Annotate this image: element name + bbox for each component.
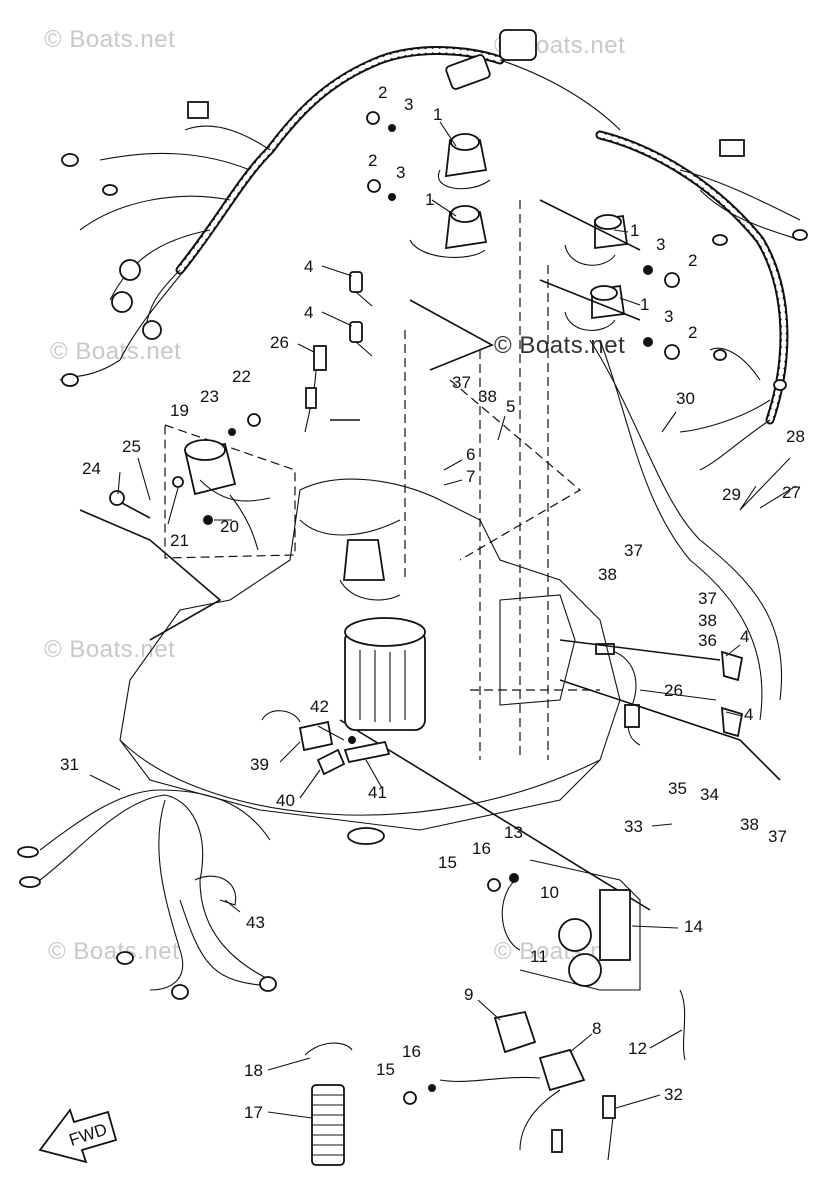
callout-24: 24 (82, 459, 101, 478)
callout-2: 2 (368, 151, 377, 170)
callout-23: 23 (200, 387, 219, 406)
callout-12: 12 (628, 1039, 647, 1058)
forward-arrow: FWD (38, 1108, 118, 1164)
watermark: © Boats.net (44, 636, 176, 663)
callout-2: 2 (688, 251, 697, 270)
callout-3: 3 (404, 95, 413, 114)
callout-1: 1 (640, 295, 649, 314)
spark-plug-cap (349, 271, 744, 738)
main-wire-harness (59, 29, 808, 471)
callout-10: 10 (540, 883, 559, 902)
callout-5: 5 (506, 397, 515, 416)
callout-41: 41 (368, 783, 387, 802)
callout-42: 42 (310, 697, 329, 716)
callout-20: 20 (220, 517, 239, 536)
callout-39: 39 (250, 755, 269, 774)
callout-22: 22 (232, 367, 251, 386)
callout-16: 16 (472, 839, 491, 858)
callout-27: 27 (782, 483, 801, 502)
watermark: © Boats.net (50, 338, 182, 365)
callout-13: 13 (504, 823, 523, 842)
callout-38: 38 (478, 387, 497, 406)
callout-21: 21 (170, 531, 189, 550)
callout-37: 37 (624, 541, 643, 560)
callout-1: 1 (425, 190, 434, 209)
engine-block (119, 478, 621, 845)
callout-6: 6 (466, 445, 475, 464)
callout-1: 1 (433, 105, 442, 124)
callout-25: 25 (122, 437, 141, 456)
callout-15: 15 (438, 853, 457, 872)
callout-43: 43 (246, 913, 265, 932)
watermark: © Boats.net (494, 332, 626, 359)
lead-wire (304, 345, 641, 746)
fuse-holder (304, 1042, 353, 1166)
callout-labels: 1 1 1 1 2 2 2 2 3 3 3 3 4 4 4 4 5 6 7 8 … (60, 83, 805, 1122)
watermark: © Boats.net (48, 938, 180, 965)
callout-11: 11 (530, 947, 548, 966)
watermark: © Boats.net (44, 26, 176, 53)
callout-37: 37 (698, 589, 717, 608)
callout-28: 28 (786, 427, 805, 446)
callout-35: 35 (668, 779, 687, 798)
ignition-coil-upper-left (366, 111, 491, 190)
callout-14: 14 (684, 917, 703, 936)
callout-3: 3 (396, 163, 405, 182)
callout-4: 4 (740, 627, 749, 646)
callout-37: 37 (452, 373, 471, 392)
callout-36: 36 (698, 631, 717, 650)
callout-18: 18 (244, 1061, 263, 1080)
callout-26: 26 (270, 333, 289, 352)
callout-leaders (89, 121, 797, 1119)
callout-17: 17 (244, 1103, 263, 1122)
callout-1: 1 (630, 221, 639, 240)
callout-15: 15 (376, 1060, 395, 1079)
callout-38: 38 (698, 611, 717, 630)
callout-9: 9 (464, 985, 473, 1004)
callout-7: 7 (466, 467, 475, 486)
callout-4: 4 (304, 303, 313, 322)
callout-4: 4 (744, 705, 753, 724)
callout-19: 19 (170, 401, 189, 420)
battery-cable (17, 789, 277, 1000)
callout-4: 4 (304, 257, 313, 276)
callout-38: 38 (740, 815, 759, 834)
callout-16: 16 (402, 1042, 421, 1061)
callout-34: 34 (700, 785, 719, 804)
callout-40: 40 (276, 791, 295, 810)
callout-2: 2 (688, 323, 697, 342)
callout-37: 37 (768, 827, 787, 846)
callout-3: 3 (656, 235, 665, 254)
cdi-unit (403, 859, 686, 1161)
starter-solenoid (109, 413, 271, 551)
callout-29: 29 (722, 485, 741, 504)
callout-31: 31 (60, 755, 79, 774)
callout-38: 38 (598, 565, 617, 584)
callout-30: 30 (676, 389, 695, 408)
callout-2: 2 (378, 83, 387, 102)
callout-32: 32 (664, 1085, 683, 1104)
callout-3: 3 (664, 307, 673, 326)
callout-26: 26 (664, 681, 683, 700)
callout-33: 33 (624, 817, 643, 836)
assembly-guide-lines (79, 199, 782, 911)
callout-8: 8 (592, 1019, 601, 1038)
ignition-coil-lower-left (367, 179, 488, 258)
